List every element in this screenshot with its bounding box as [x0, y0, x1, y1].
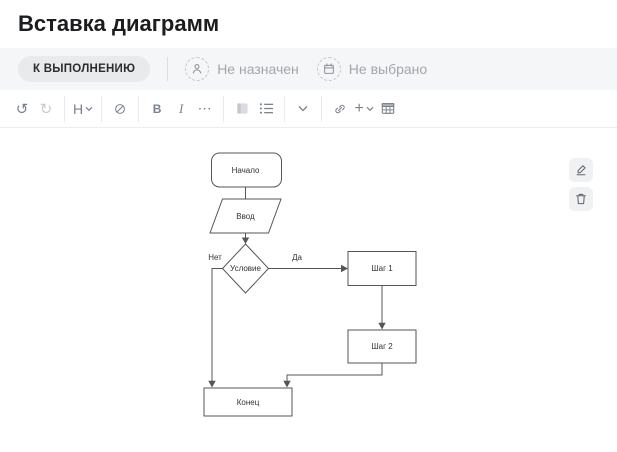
undo-button[interactable]: ↺ [10, 96, 34, 122]
pencil-icon [576, 165, 586, 176]
toolbar-divider [223, 95, 225, 122]
node-end [203, 387, 293, 417]
chevron-down-icon [298, 106, 308, 112]
page-title[interactable]: Вставка диаграмм [18, 11, 220, 36]
arrowhead [283, 380, 291, 388]
node-condition-label: Условие [230, 264, 261, 273]
redo-button[interactable]: ↻ [34, 96, 58, 122]
node-step2 [347, 329, 417, 364]
link-icon [335, 104, 345, 113]
italic-button[interactable]: I [169, 96, 193, 122]
arrowhead [378, 322, 386, 330]
flowchart-diagram[interactable]: Начало Ввод Условие Шаг 1 Шаг 2 Конец Не… [0, 128, 617, 452]
bold-icon: B [152, 101, 162, 116]
node-input [209, 198, 282, 234]
heading-dropdown[interactable]: H [71, 96, 95, 122]
editor-toolbar: ↺ ↻ H B I ⋯ + [0, 90, 617, 128]
trash-icon [576, 193, 586, 205]
clear-formatting-icon [115, 103, 126, 114]
table-icon [381, 103, 395, 114]
node-step1-label: Шаг 1 [371, 264, 393, 273]
assignee-chip[interactable]: Не назначен [185, 57, 299, 81]
arrowhead [241, 237, 250, 244]
connector-step2-end [286, 363, 383, 381]
arrowhead [341, 264, 348, 273]
due-date-chip[interactable]: Не выбрано [316, 57, 428, 81]
plus-icon: + [354, 99, 364, 117]
toolbar-divider [284, 95, 286, 122]
node-start-label: Начало [232, 166, 260, 175]
edge-no-label: Нет [208, 253, 222, 262]
bold-button[interactable]: B [145, 96, 169, 122]
document-canvas: Начало Ввод Условие Шаг 1 Шаг 2 Конец Не… [0, 128, 617, 452]
quote-block-button[interactable] [230, 96, 254, 122]
calendar-icon [316, 57, 341, 81]
node-end-label: Конец [237, 398, 260, 407]
toolbar-divider [64, 95, 65, 122]
clear-formatting-button[interactable] [108, 96, 132, 122]
arrowhead [208, 380, 216, 388]
edit-diagram-button[interactable] [569, 158, 593, 182]
list-options-dropdown[interactable] [291, 96, 315, 122]
toolbar-divider [138, 95, 140, 122]
insert-table-button[interactable] [376, 96, 400, 122]
link-button[interactable] [328, 96, 352, 122]
more-icon: ⋯ [197, 100, 213, 116]
node-start [211, 152, 282, 188]
assignee-label: Не назначен [217, 61, 299, 77]
bullet-list-icon [259, 103, 273, 114]
status-bar: К ВЫПОЛНЕНИЮ Не назначен Не выбрано [0, 48, 617, 90]
undo-icon: ↺ [15, 100, 29, 118]
node-input-label: Ввод [236, 212, 255, 221]
redo-icon: ↻ [39, 100, 53, 118]
heading-icon: H [73, 100, 84, 117]
quote-block-icon [237, 103, 248, 114]
toolbar-divider [101, 95, 103, 122]
insert-dropdown[interactable]: + [352, 96, 376, 122]
delete-diagram-button[interactable] [569, 187, 593, 211]
node-condition [221, 243, 270, 294]
connector-no-branch [211, 268, 223, 381]
more-formatting-button[interactable]: ⋯ [193, 96, 217, 122]
chevron-down-icon [85, 106, 93, 111]
edge-yes-label: Да [292, 253, 302, 262]
due-date-label: Не выбрано [348, 61, 428, 77]
chevron-down-icon [366, 106, 374, 111]
italic-icon: I [178, 100, 184, 116]
card-header: Вставка диаграмм [0, 0, 617, 48]
person-icon [185, 57, 210, 81]
status-badge[interactable]: К ВЫПОЛНЕНИЮ [18, 56, 151, 82]
toolbar-divider [321, 95, 323, 122]
divider [167, 57, 169, 81]
node-step2-label: Шаг 2 [371, 342, 393, 351]
bullet-list-button[interactable] [254, 96, 278, 122]
